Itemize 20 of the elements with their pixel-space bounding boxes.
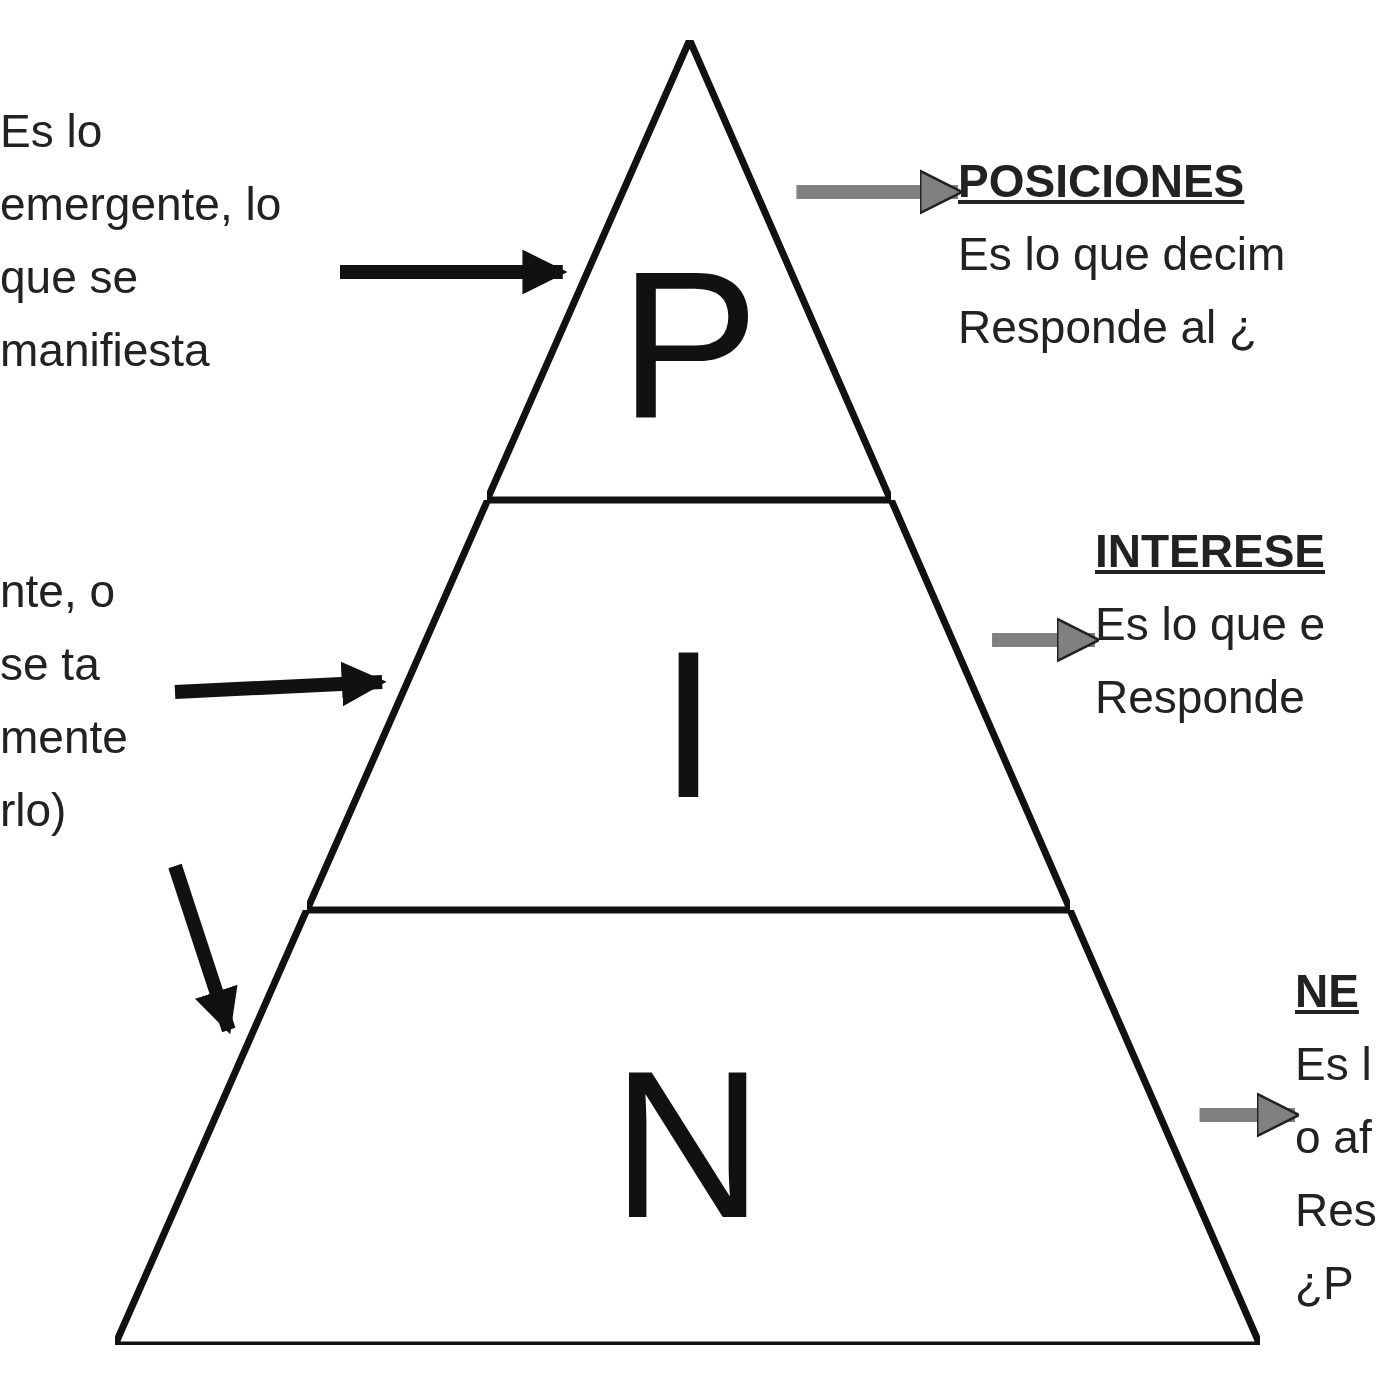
arrow: [1199, 1092, 1301, 1138]
arrow: [174, 661, 387, 707]
description-text: nte, o se ta mente rlo): [0, 564, 129, 838]
arrow: [796, 169, 964, 215]
level-letter: I: [658, 620, 719, 830]
heading: NE: [1295, 964, 1360, 1019]
description-text: Es lo que e Responde: [1095, 597, 1327, 725]
heading: POSICIONES: [958, 154, 1246, 209]
arrow: [340, 249, 568, 295]
level-letter: P: [618, 240, 761, 450]
pyramid-level: [487, 40, 891, 500]
level-letter: N: [610, 1040, 765, 1250]
heading: INTERESE: [1095, 524, 1327, 579]
description-text: Es l o af Res ¿P: [1295, 1037, 1378, 1311]
pyramid-level: [115, 910, 1260, 1345]
pyramid-level: [306, 500, 1070, 910]
description-text: Es lo que decim Responde al ¿: [958, 227, 1287, 355]
description-text: Es lo emergente, lo que se manifiesta: [0, 104, 283, 378]
arrow: [168, 863, 238, 1035]
arrow: [992, 617, 1101, 663]
